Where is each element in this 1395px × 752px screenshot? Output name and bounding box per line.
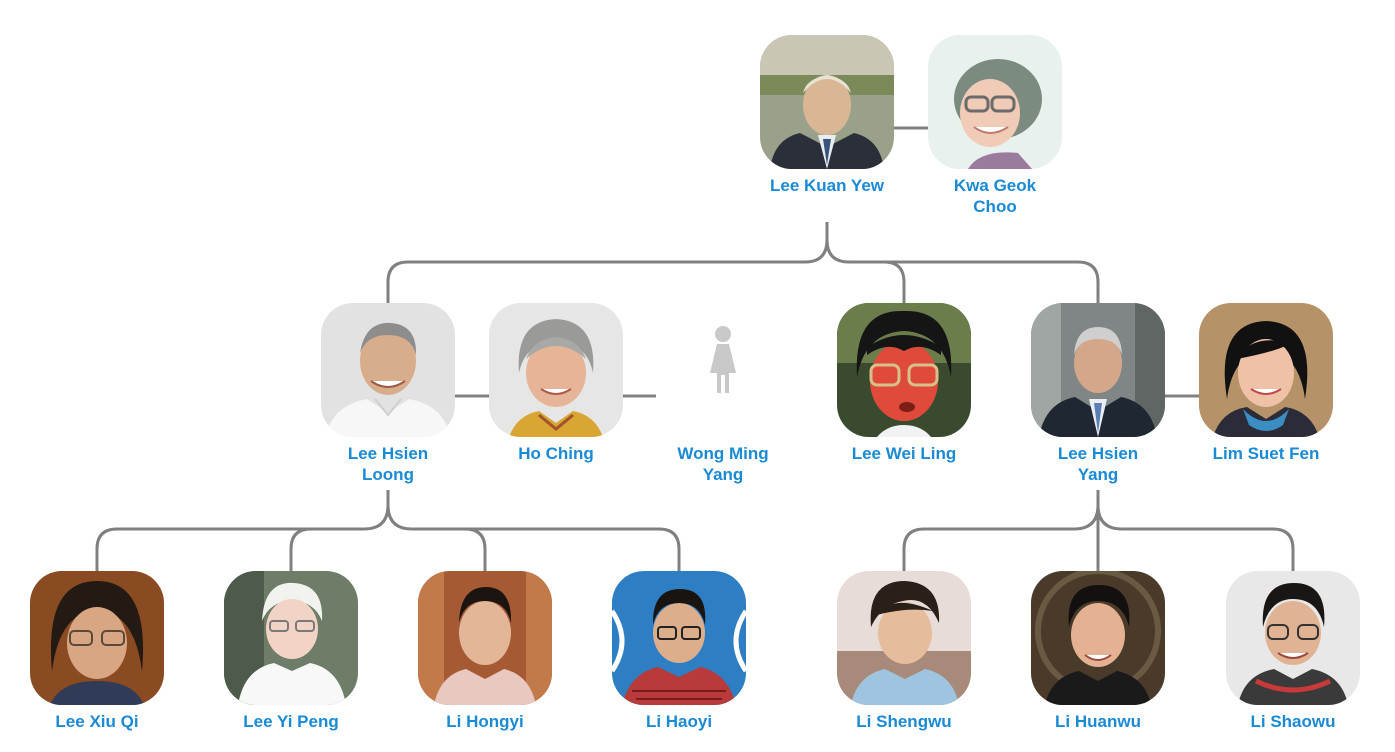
portrait-photo	[321, 303, 455, 437]
portrait-photo	[837, 571, 971, 705]
person-name: Kwa Geok Choo	[953, 176, 1037, 216]
person-li-shaowu[interactable]: Li Shaowu	[1226, 571, 1360, 732]
person-name: Li Haoyi	[645, 712, 713, 731]
person-name: Li Hongyi	[446, 712, 524, 731]
branch-lhl-children-right	[386, 504, 681, 571]
person-lee-hsien-yang[interactable]: Lee Hsien Yang	[1031, 303, 1165, 485]
person-name: Lim Suet Fen	[1212, 444, 1320, 463]
branch-lhl-children-left	[95, 490, 390, 571]
person-name: Wong Ming Yang	[677, 444, 769, 484]
person-li-haoyi[interactable]: Li Haoyi	[612, 571, 746, 732]
person-lee-wei-ling[interactable]: Lee Wei Ling	[837, 303, 971, 464]
branch-lhy-children-right	[1096, 504, 1295, 571]
portrait-placeholder	[656, 303, 790, 437]
portrait-photo	[418, 571, 552, 705]
branch-lky-to-lwl	[864, 260, 906, 303]
person-name: Lee Yi Peng	[243, 712, 339, 731]
person-kwa-geok-choo[interactable]: Kwa Geok Choo	[928, 35, 1062, 217]
person-name: Lee Hsien Loong	[347, 444, 429, 484]
person-name: Lee Xiu Qi	[55, 712, 139, 731]
person-lee-kuan-yew[interactable]: Lee Kuan Yew	[760, 35, 894, 196]
branch-lky-children	[386, 222, 829, 303]
person-wong-ming-yang[interactable]: Wong Ming Yang	[656, 303, 790, 485]
branch-lhl-to-lyp	[289, 527, 320, 571]
branch-lhy-children-left	[902, 490, 1100, 571]
person-name: Li Shengwu	[856, 712, 952, 731]
person-li-huanwu[interactable]: Li Huanwu	[1031, 571, 1165, 732]
portrait-photo	[224, 571, 358, 705]
person-name: Ho Ching	[518, 444, 594, 463]
person-name: Li Huanwu	[1055, 712, 1141, 731]
portrait-photo	[760, 35, 894, 169]
person-lee-xiu-qi[interactable]: Lee Xiu Qi	[30, 571, 164, 732]
branch-lky-to-lhy	[825, 239, 1100, 303]
portrait-photo	[837, 303, 971, 437]
portrait-photo	[928, 35, 1062, 169]
portrait-photo	[1031, 571, 1165, 705]
portrait-photo	[612, 571, 746, 705]
person-name: Lee Wei Ling	[851, 444, 957, 463]
portrait-photo	[489, 303, 623, 437]
person-lim-suet-fen[interactable]: Lim Suet Fen	[1199, 303, 1333, 464]
portrait-photo	[1031, 303, 1165, 437]
female-person-icon	[710, 326, 736, 393]
portrait-photo	[1226, 571, 1360, 705]
person-name: Lee Kuan Yew	[770, 176, 885, 195]
person-li-shengwu[interactable]: Li Shengwu	[837, 571, 971, 732]
portrait-photo	[30, 571, 164, 705]
branch-lhl-to-lhgy	[430, 527, 487, 571]
person-li-hongyi[interactable]: Li Hongyi	[418, 571, 552, 732]
portrait-photo	[1199, 303, 1333, 437]
person-name: Li Shaowu	[1250, 712, 1336, 731]
person-lee-hsien-loong[interactable]: Lee Hsien Loong	[321, 303, 455, 485]
person-ho-ching[interactable]: Ho Ching	[489, 303, 623, 464]
person-name: Lee Hsien Yang	[1057, 444, 1139, 484]
person-lee-yi-peng[interactable]: Lee Yi Peng	[224, 571, 358, 732]
